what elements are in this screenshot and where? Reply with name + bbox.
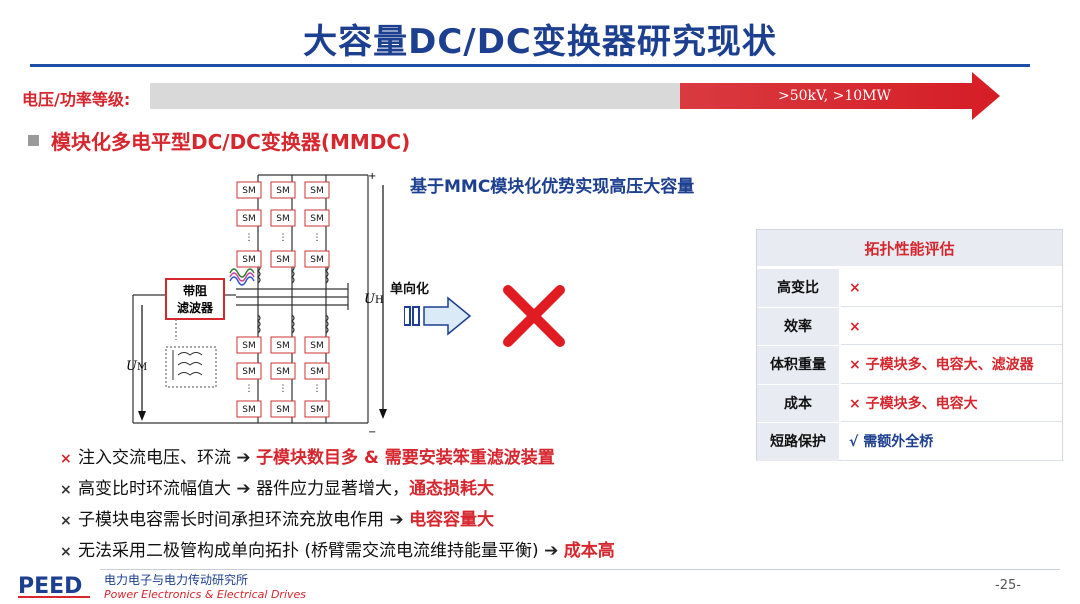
svg-text:SM: SM <box>310 255 323 265</box>
evaluation-value: √ 需额外全桥 <box>841 423 1062 461</box>
svg-text:SM: SM <box>242 214 255 224</box>
evaluation-header: 拓扑性能评估 <box>757 230 1062 268</box>
diode-arrow-icon <box>404 296 472 336</box>
evaluation-key: 体积重量 <box>757 346 839 384</box>
svg-text:SM: SM <box>310 186 323 196</box>
right-arrow-icon: ➔ <box>544 541 559 561</box>
evaluation-row: 高变比 × <box>757 268 1062 307</box>
evaluation-row: 成本 × 子模块多、电容大 <box>757 383 1062 422</box>
evaluation-value: × <box>841 308 1062 345</box>
svg-text:SM: SM <box>242 405 255 415</box>
cross-bullet-icon: × <box>60 482 72 498</box>
list-item: × 无法采用二极管构成单向拓扑 (桥臂需交流电流维持能量平衡) ➔ 成本高 <box>60 536 820 567</box>
bullet-highlight: 电容容量大 <box>409 510 495 530</box>
plus-sign: + <box>368 171 376 182</box>
svg-text:PEED: PEED <box>18 574 82 599</box>
sm-module: SM SM SM SM SM SM ⋮ ⋮ ⋮ SM SM SM <box>236 336 330 418</box>
right-arrow-icon: ➔ <box>236 448 251 468</box>
svg-text:SM: SM <box>310 367 323 377</box>
ac-waveform-icon <box>229 268 255 286</box>
band-stop-filter <box>165 278 225 320</box>
evaluation-key: 高变比 <box>757 269 839 307</box>
svg-text:⋮: ⋮ <box>279 233 288 243</box>
bullet-text: 高变比时环流幅值大 <box>78 479 231 499</box>
level-label: 电压/功率等级: <box>22 90 131 109</box>
bullet-highlight: 通态损耗大 <box>409 479 495 499</box>
footer-divider <box>100 569 1060 570</box>
svg-text:⋮: ⋮ <box>245 384 254 394</box>
sm-module: SM SM SM SM SM SM ⋮ ⋮ ⋮ SM SM SM <box>236 181 330 268</box>
evaluation-key: 成本 <box>757 384 839 422</box>
page-number: -25- <box>995 578 1021 593</box>
svg-text:SM: SM <box>276 367 289 377</box>
filter-label-1: 带阻 <box>183 283 207 298</box>
svg-text:SM: SM <box>242 255 255 265</box>
svg-text:SM: SM <box>276 255 289 265</box>
level-bar-gray <box>150 83 680 109</box>
right-arrow-icon: ➔ <box>389 510 404 530</box>
filter-label-2: 滤波器 <box>177 300 214 315</box>
svg-text:SM: SM <box>276 405 289 415</box>
uh-label: UH <box>364 292 384 307</box>
section-title: 模块化多电平型DC/DC变换器(MMDC) <box>51 130 411 154</box>
institute-name-cn: 电力电子与电力传动研究所 <box>104 573 249 587</box>
unidirectional-label: 单向化 <box>390 282 430 297</box>
list-item: × 注入交流电压、环流 ➔ 子模块数目多 & 需要安装笨重滤波装置 <box>60 443 820 474</box>
um-label: UM <box>126 359 147 374</box>
svg-text:SM: SM <box>310 341 323 351</box>
level-bar-red <box>680 72 1000 120</box>
svg-text:SM: SM <box>276 214 289 224</box>
square-bullet-icon <box>28 135 39 146</box>
title-divider <box>30 64 1030 67</box>
svg-text:SM: SM <box>276 186 289 196</box>
evaluation-value: × 子模块多、电容大、滤波器 <box>841 346 1062 384</box>
svg-text:⋮: ⋮ <box>245 233 254 243</box>
evaluation-key: 效率 <box>757 307 839 345</box>
bullet-highlight: 成本高 <box>563 541 615 561</box>
bullet-text: 无法采用二极管构成单向拓扑 (桥臂需交流电流维持能量平衡) <box>78 541 539 561</box>
bullet-text-2: 器件应力显著增大， <box>256 479 410 499</box>
red-x-icon <box>503 285 565 347</box>
svg-text:SM: SM <box>276 341 289 351</box>
evaluation-value: × <box>841 269 1062 307</box>
peed-logo-icon: PEED <box>18 574 90 599</box>
svg-text:SM: SM <box>310 405 323 415</box>
evaluation-value: × 子模块多、电容大 <box>841 385 1062 422</box>
level-bar <box>150 72 1000 120</box>
evaluation-key: 短路保护 <box>757 423 839 461</box>
institute-name-en: Power Electronics & Electrical Drives <box>104 588 307 601</box>
evaluation-row: 短路保护 √ 需额外全桥 <box>757 422 1062 461</box>
level-value: >50kV, >10MW <box>778 88 891 104</box>
mmc-advantage-note: 基于MMC模块化优势实现高压大容量 <box>410 177 695 197</box>
svg-text:SM: SM <box>310 214 323 224</box>
cross-bullet-icon: × <box>60 451 72 467</box>
svg-text:⋮: ⋮ <box>279 384 288 394</box>
section-heading: 模块化多电平型DC/DC变换器(MMDC) <box>28 126 410 155</box>
cross-bullet-icon: × <box>60 544 72 560</box>
cross-bullet-icon: × <box>60 513 72 529</box>
evaluation-row: 体积重量 × 子模块多、电容大、滤波器 <box>757 345 1062 384</box>
topology-evaluation-table: 拓扑性能评估 高变比 × 效率 × 体积重量 × 子模块多、电容大、滤波器 成本… <box>756 229 1063 461</box>
list-item: × 子模块电容需长时间承担环流充放电作用 ➔ 电容容量大 <box>60 505 820 536</box>
right-arrow-icon: ➔ <box>236 479 251 499</box>
svg-text:⋮: ⋮ <box>313 384 322 394</box>
list-item: × 高变比时环流幅值大 ➔ 器件应力显著增大，通态损耗大 <box>60 474 820 505</box>
svg-text:SM: SM <box>242 341 255 351</box>
bullet-highlight: 子模块数目多 & 需要安装笨重滤波装置 <box>256 448 555 468</box>
bullet-text: 注入交流电压、环流 <box>78 448 231 468</box>
mmdc-circuit-diagram: SM SM SM SM SM SM ⋮ ⋮ ⋮ SM SM SM SM SM SM … <box>126 171 387 438</box>
minus-sign: − <box>368 427 376 438</box>
drawback-list: × 注入交流电压、环流 ➔ 子模块数目多 & 需要安装笨重滤波装置 × 高变比时环流… <box>60 443 820 567</box>
svg-text:⋮: ⋮ <box>313 233 322 243</box>
evaluation-row: 效率 × <box>757 306 1062 345</box>
svg-text:SM: SM <box>242 186 255 196</box>
slide-title: 大容量DC/DC变换器研究现状 <box>303 22 777 62</box>
svg-text:SM: SM <box>242 367 255 377</box>
bullet-text: 子模块电容需长时间承担环流充放电作用 <box>78 510 384 530</box>
